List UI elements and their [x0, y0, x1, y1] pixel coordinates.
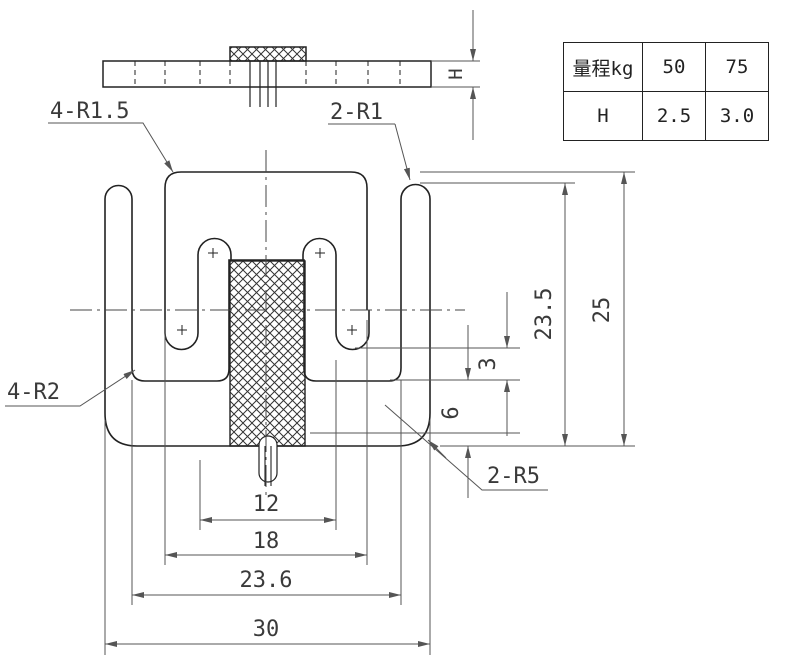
range-table: 量程kg 50 75 H 2.5 3.0: [563, 42, 769, 141]
table-cell-h: H: [563, 91, 643, 141]
dimension-23-5-label: 23.5: [532, 288, 557, 341]
dimension-25-label: 25: [590, 297, 615, 324]
leader-4-r2: [5, 369, 136, 407]
dimension-6-label: 6: [439, 406, 464, 419]
radius-2-r1-label: 2-R1: [330, 100, 383, 125]
vertical-dimension-lines: [465, 172, 627, 498]
extension-lines-vertical: [104, 320, 431, 655]
table-cell-3-0: 3.0: [705, 91, 769, 141]
table-row: 量程kg 50 75: [563, 42, 769, 92]
lead-wires: [264, 446, 272, 486]
radius-4-r2-label: 4-R2: [7, 380, 60, 405]
side-view-gauge: [229, 46, 307, 62]
gauge-lead-slot: [258, 435, 278, 483]
radius-2-r5-label: 2-R5: [487, 464, 540, 489]
dimension-h-label: H: [445, 68, 467, 79]
dimension-3-label: 3: [476, 357, 501, 370]
table-row: H 2.5 3.0: [563, 91, 769, 141]
right-inner-slot: [302, 237, 370, 351]
dimension-h: [431, 10, 480, 140]
side-view-wires: [249, 61, 277, 107]
table-cell-range-header: 量程kg: [563, 42, 643, 92]
table-cell-2-5: 2.5: [642, 91, 706, 141]
hole-center-marks: [177, 248, 357, 335]
leader-2-r1: [328, 123, 410, 180]
centerlines: [70, 150, 465, 500]
side-view-dashes: [134, 61, 401, 87]
plan-view: [104, 171, 431, 486]
leader-2-r5: [384, 404, 548, 491]
radius-leaders: [5, 122, 548, 491]
dimension-12-label: 12: [253, 492, 280, 517]
dimension-30-label: 30: [253, 617, 280, 642]
left-inner-slot: [164, 237, 232, 351]
horizontal-dimension-lines: [105, 517, 430, 647]
strain-gauge: [229, 260, 306, 447]
dimension-23-6-label: 23.6: [240, 568, 293, 593]
table-cell-75: 75: [705, 42, 769, 92]
extension-lines-horizontal: [310, 171, 635, 447]
side-view: [102, 46, 432, 107]
table-cell-50: 50: [642, 42, 706, 92]
radius-4-r1-5-label: 4-R1.5: [50, 99, 129, 124]
side-view-plate: [102, 60, 432, 88]
leader-4-r1-5: [48, 122, 174, 173]
dimension-18-label: 18: [253, 529, 280, 554]
